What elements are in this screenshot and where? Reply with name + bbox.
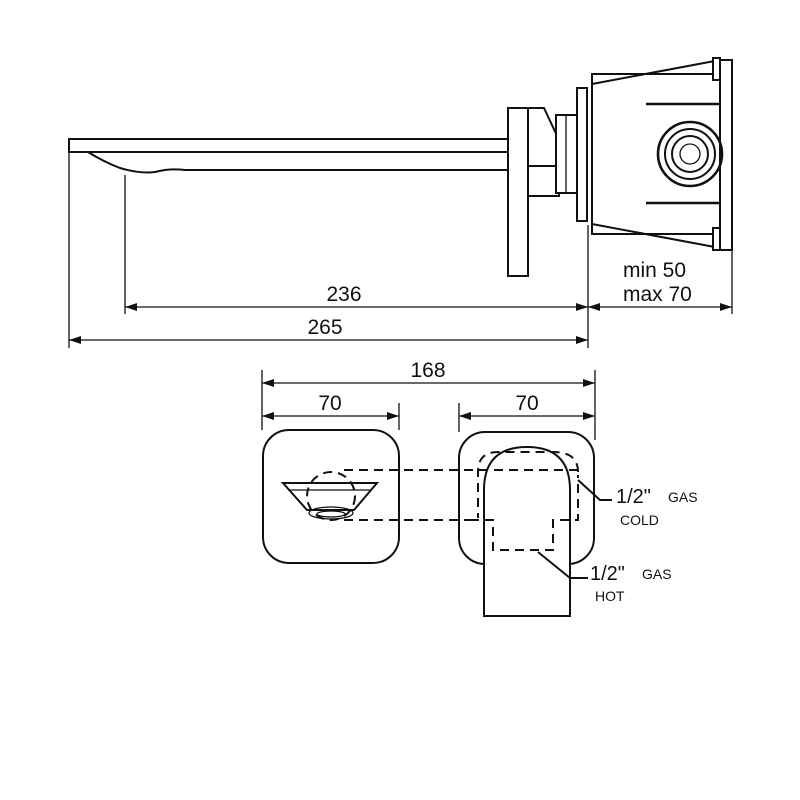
wall-min-label: min 50 (623, 259, 686, 282)
front-view: 168 70 70 (261, 359, 698, 617)
extension-lines (68, 152, 733, 348)
hot-size-label: 1/2" (590, 563, 625, 585)
dimension-236: 236 (125, 283, 588, 311)
side-view: 236 265 min 50 max 70 (68, 57, 733, 348)
mixer-plate (458, 431, 595, 617)
spout (68, 138, 509, 174)
hidden-connections (344, 451, 584, 551)
dim-265-label: 265 (307, 316, 342, 339)
cold-label: COLD (620, 512, 659, 528)
hot-label: HOT (595, 588, 625, 604)
dimension-70-right: 70 (459, 392, 595, 420)
dim-236-label: 236 (326, 283, 361, 306)
dim-70-right-label: 70 (515, 392, 538, 415)
cold-connection-label: 1/2" GAS COLD (616, 486, 698, 528)
dimension-265: 265 (69, 316, 588, 344)
concealed-box (591, 57, 733, 251)
spout-plate (262, 429, 400, 564)
cold-gas-label: GAS (668, 489, 698, 505)
leader-lines (537, 479, 612, 579)
dim-70-left-label: 70 (318, 392, 341, 415)
handle-body (507, 87, 588, 277)
dim-168-label: 168 (410, 359, 445, 382)
hot-gas-label: GAS (642, 566, 672, 582)
dimension-70-left: 70 (262, 392, 399, 420)
dimension-wall-thickness: min 50 max 70 (588, 259, 732, 311)
hot-connection-label: 1/2" GAS HOT (590, 563, 672, 604)
wall-max-label: max 70 (623, 283, 692, 306)
dimension-168: 168 (262, 359, 595, 387)
cold-size-label: 1/2" (616, 486, 651, 508)
